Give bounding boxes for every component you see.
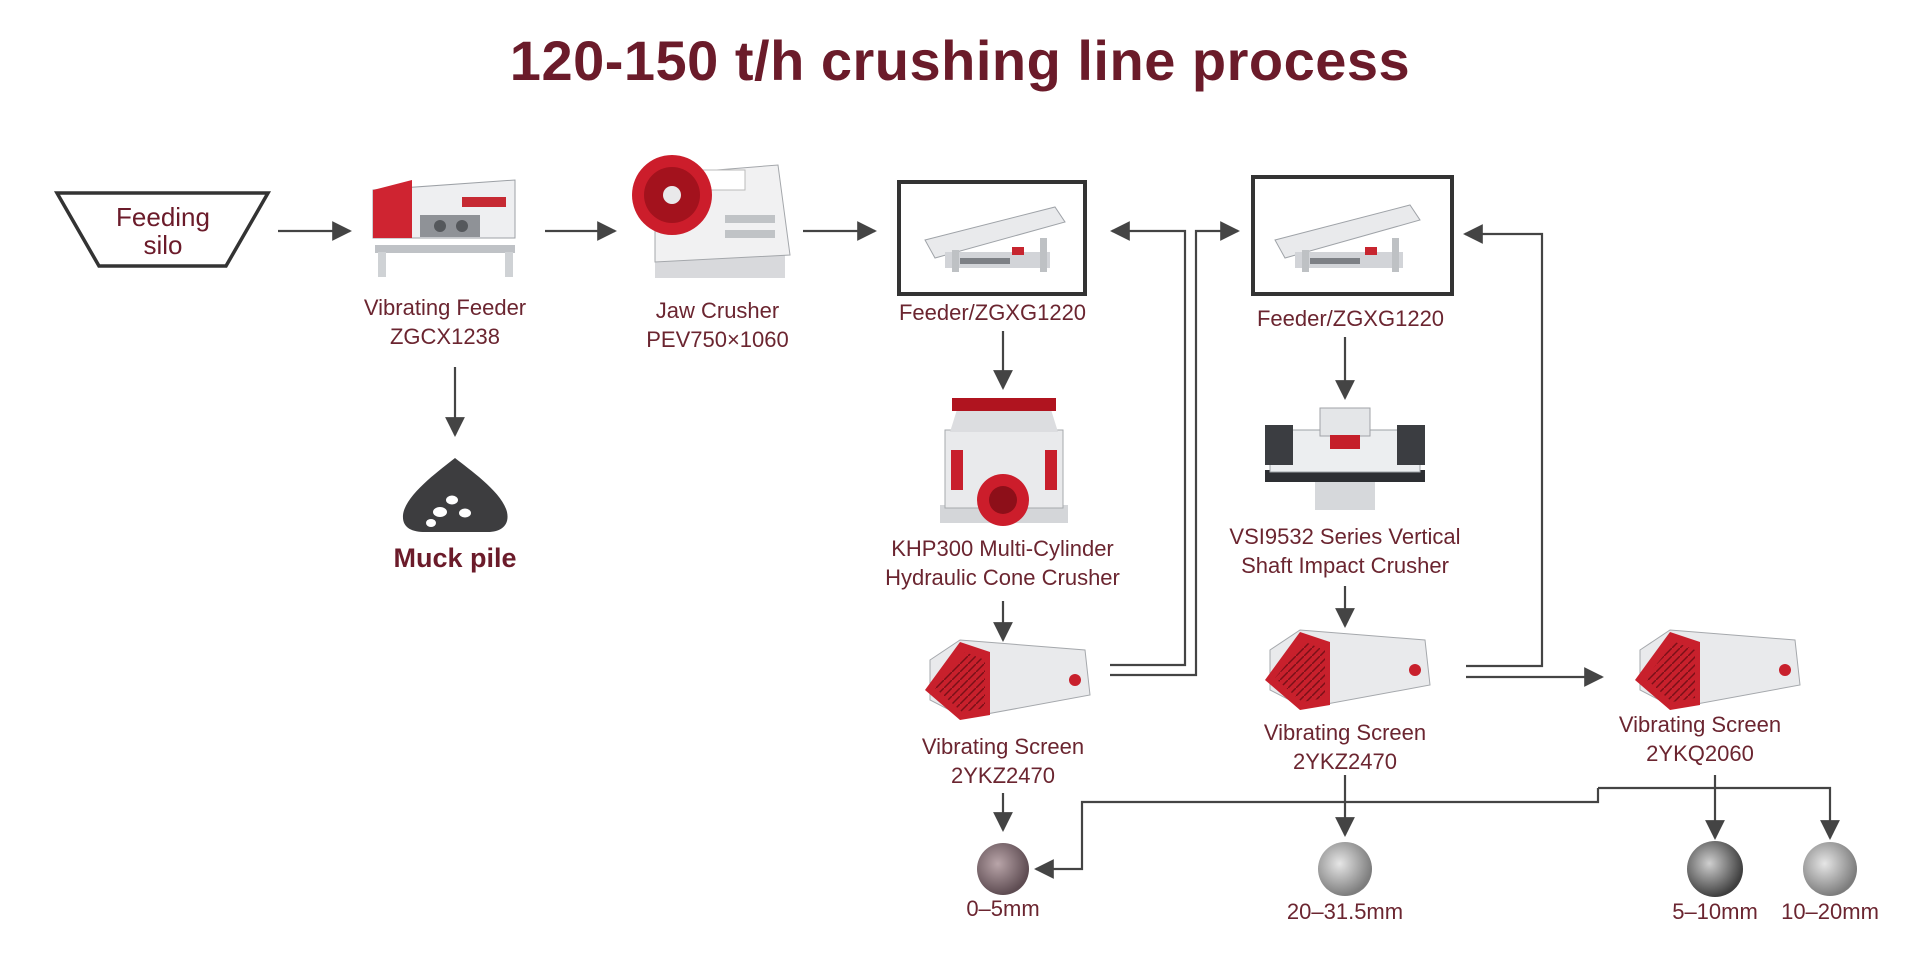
vibrating-screen-2-machine (1265, 629, 1431, 710)
feeder-2-frame (1251, 175, 1454, 296)
vibrating-feeder-machine (372, 179, 516, 277)
return-screen2-to-feeder2 (1463, 224, 1544, 668)
cone-crusher-machine (940, 398, 1068, 526)
vibrating-feeder-name: Vibrating Feeder (363, 295, 527, 320)
feeder-2-label: Feeder/ZGXG1220 (1256, 306, 1445, 331)
feeder-1-label: Feeder/ZGXG1220 (898, 300, 1087, 325)
connector-arrows (278, 221, 1840, 879)
vibrating-screen-3-machine (1635, 629, 1801, 710)
vsi-crusher-label: VSI9532 Series Vertical Shaft Impact Cru… (1200, 522, 1490, 580)
jaw-crusher-label: Jaw Crusher PEV750×1060 (615, 296, 820, 354)
vibrating-screen-3-label: Vibrating Screen 2YKQ2060 (1600, 710, 1800, 768)
vibrating-screen-1-model: 2YKZ2470 (951, 763, 1055, 788)
product-10-20mm-label: 10–20mm (1781, 899, 1879, 924)
page-title: 120-150 t/h crushing line process (509, 29, 1411, 92)
feeding-silo-label: Feeding silo (116, 202, 210, 260)
vibrating-screen-3-model: 2YKQ2060 (1646, 741, 1754, 766)
arrow-screen1-to-feeder2 (1110, 221, 1240, 677)
product-10-20mm-icon (1803, 842, 1857, 896)
vsi-crusher-line1: VSI9532 Series Vertical (1229, 524, 1461, 549)
product-20-31-5mm-label: 20–31.5mm (1286, 899, 1404, 924)
feeding-silo-shape (53, 191, 272, 268)
vibrating-feeder-label: Vibrating Feeder ZGCX1238 (345, 293, 545, 351)
cone-crusher-line2: Hydraulic Cone Crusher (885, 565, 1120, 590)
product-5-10mm-icon (1687, 841, 1743, 897)
product-5-10mm-label: 5–10mm (1672, 899, 1758, 924)
jaw-crusher-machine (632, 155, 791, 278)
jaw-crusher-name: Jaw Crusher (655, 298, 780, 323)
vibrating-feeder-model: ZGCX1238 (389, 324, 501, 349)
vibrating-screen-1-label: Vibrating Screen 2YKZ2470 (903, 732, 1103, 790)
muck-pile-icon (402, 458, 508, 532)
return-screen3-to-p1 (1034, 788, 1600, 879)
split-screen3-to-p4 (1598, 786, 1840, 840)
product-0-5mm-icon (977, 843, 1029, 895)
vibrating-screen-3-name: Vibrating Screen (1618, 712, 1782, 737)
vibrating-screen-1-name: Vibrating Screen (921, 734, 1085, 759)
product-20-31-5mm-icon (1318, 842, 1372, 896)
muck-pile-label: Muck pile (393, 543, 517, 573)
return-screen1-to-feeder1 (1110, 221, 1187, 667)
cone-crusher-label: KHP300 Multi-Cylinder Hydraulic Cone Cru… (860, 534, 1145, 592)
jaw-crusher-model: PEV750×1060 (646, 327, 789, 352)
vibrating-screen-2-label: Vibrating Screen 2YKZ2470 (1245, 718, 1445, 776)
cone-crusher-line1: KHP300 Multi-Cylinder (891, 536, 1114, 561)
vsi-crusher-line2: Shaft Impact Crusher (1241, 553, 1449, 578)
feeder-1-machine (924, 206, 1066, 272)
feeder-2-machine (1274, 204, 1421, 272)
feeder-1-frame (897, 180, 1087, 296)
vibrating-screen-1-machine (925, 639, 1091, 720)
vibrating-screen-2-name: Vibrating Screen (1263, 720, 1427, 745)
vibrating-screen-2-model: 2YKZ2470 (1293, 749, 1397, 774)
vsi-crusher-machine (1265, 407, 1425, 510)
product-0-5mm-label: 0–5mm (966, 896, 1040, 921)
